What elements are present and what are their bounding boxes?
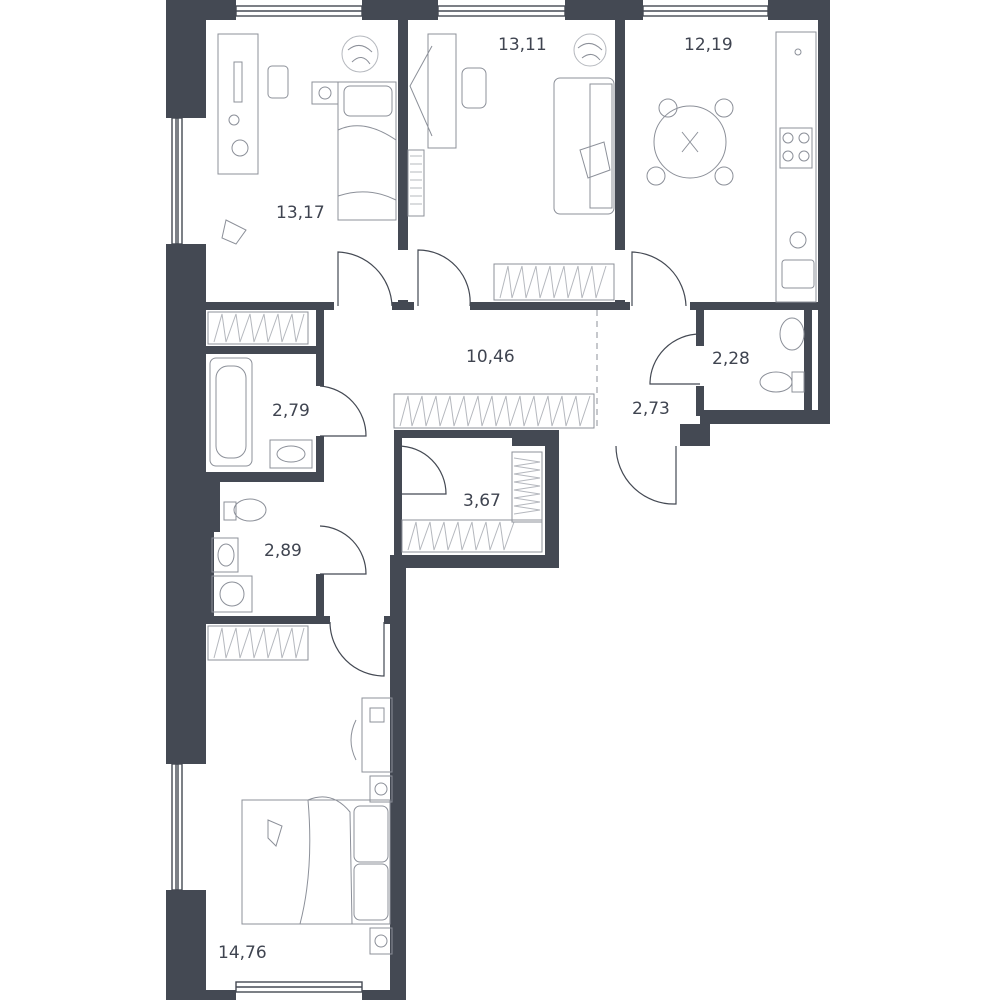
area-label-bedroom-bottom: 14,76 <box>218 943 267 963</box>
window-bottom <box>235 981 363 993</box>
wardrobe-storage <box>401 451 543 553</box>
bed-bedroom3 <box>241 796 391 925</box>
doors <box>319 249 701 677</box>
window-left-top <box>171 117 183 245</box>
area-label-toilet-right: 2,28 <box>712 349 750 369</box>
area-label-bedroom-top-left: 13,17 <box>276 203 325 223</box>
area-label-bedroom-top-middle: 13,11 <box>498 35 547 55</box>
area-label-bathroom: 2,79 <box>272 401 310 421</box>
area-labels: 13,17 13,11 12,19 10,46 2,28 2,79 2,73 3… <box>218 35 750 963</box>
bathroom-sink <box>269 439 313 469</box>
window-left-bottom <box>171 763 183 891</box>
area-label-kitchen: 12,19 <box>684 35 733 55</box>
toilet-left <box>223 498 267 522</box>
wardrobe-bedroom1 <box>207 311 309 345</box>
window-top-1 <box>235 5 363 17</box>
toilet-right <box>759 317 805 393</box>
wardrobe-bedroom2 <box>493 263 615 301</box>
washing-machine <box>211 575 253 613</box>
outer-walls <box>166 0 830 1000</box>
area-label-laundry-toilet: 2,89 <box>264 541 302 561</box>
sofa-bedroom2 <box>553 77 615 215</box>
windows <box>171 5 769 993</box>
plant-bedroom1 <box>341 35 379 73</box>
desk-bedroom2 <box>407 33 487 217</box>
bathtub <box>209 357 253 467</box>
plant-bedroom2 <box>573 33 607 67</box>
wardrobe-bedroom3 <box>207 625 309 661</box>
desk-bedroom3 <box>350 697 393 773</box>
window-top-3 <box>642 5 769 17</box>
kitchen-counter <box>775 31 817 303</box>
nightstand-top <box>369 775 393 803</box>
area-label-hall: 10,46 <box>466 347 515 367</box>
interior-walls <box>206 20 818 624</box>
desk-bedroom1 <box>217 33 289 175</box>
area-label-wardrobe: 3,67 <box>463 491 501 511</box>
bed-bedroom1 <box>311 81 397 221</box>
dining-table <box>646 98 734 186</box>
area-label-corridor-right: 2,73 <box>632 399 670 419</box>
nightstand-bottom <box>369 927 393 955</box>
furniture <box>207 31 817 955</box>
sink-left <box>211 537 239 573</box>
window-top-2 <box>437 5 566 17</box>
toy-bedroom1 <box>221 219 247 245</box>
wardrobe-hall <box>393 393 595 429</box>
